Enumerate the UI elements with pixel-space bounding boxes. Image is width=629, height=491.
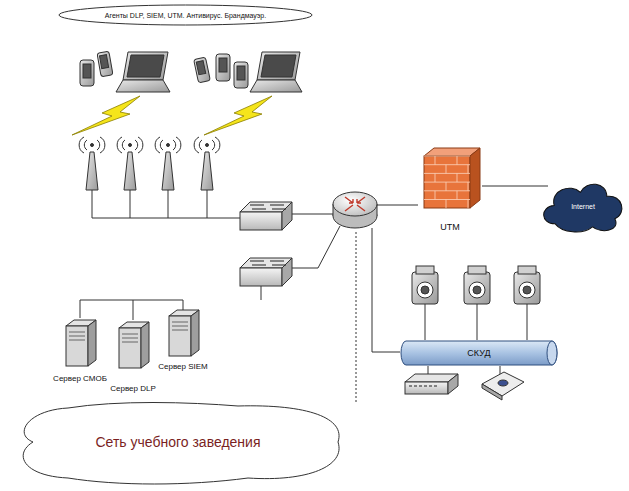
firewall-icon bbox=[418, 146, 482, 210]
node-label: Internet bbox=[571, 203, 595, 210]
node-label: Сервер DLP bbox=[110, 384, 156, 393]
connector bbox=[482, 186, 548, 187]
node-label: Сервер СМОБ bbox=[53, 374, 107, 383]
server-icon bbox=[62, 318, 98, 368]
campus-network-cloud: Сеть учебного заведения bbox=[8, 398, 348, 486]
server-icon bbox=[165, 308, 201, 358]
access-control-bus: СКУД bbox=[400, 340, 558, 366]
server-node: Сервер SIEM bbox=[158, 308, 208, 371]
utm-firewall: UTM bbox=[418, 146, 482, 232]
server-node: Сервер СМОБ bbox=[53, 318, 107, 383]
server-icon bbox=[115, 320, 151, 370]
server-node: Сервер DLP bbox=[110, 320, 156, 393]
node-label: Сервер SIEM bbox=[158, 362, 208, 371]
node-label: UTM bbox=[440, 222, 460, 232]
agents-ellipse: Агенты DLP, SIEM, UTM. Антивирус. Брандм… bbox=[58, 4, 313, 26]
node-label: Сеть учебного заведения bbox=[95, 434, 260, 450]
internet-cloud: Internet bbox=[540, 178, 626, 234]
node-label: Агенты DLP, SIEM, UTM. Антивирус. Брандм… bbox=[105, 12, 266, 19]
node-label: СКУД bbox=[467, 348, 490, 358]
